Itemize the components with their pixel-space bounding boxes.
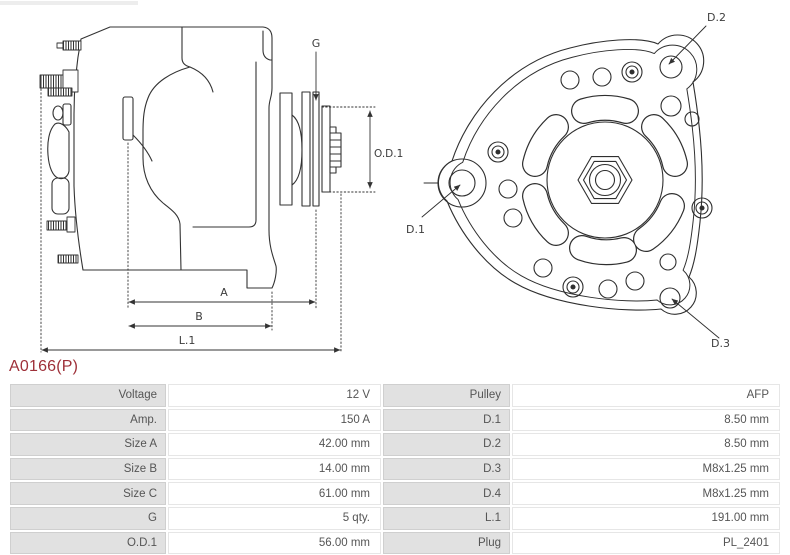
label-d1: D.1 [406, 223, 425, 236]
dimension-l1: L.1 [40, 88, 342, 353]
spec-label-d2: D.2 [383, 433, 510, 456]
spec-label-size-b: Size B [10, 457, 166, 481]
stator-window [192, 61, 257, 228]
part-number-title: A0166(P) [9, 358, 79, 375]
housing-outline [437, 34, 705, 315]
spec-label-d3: D.3 [383, 457, 510, 481]
spec-value-voltage: 12 V [168, 384, 381, 407]
spec-label-d1: D.1 [383, 408, 510, 432]
spec-label-od1: O.D.1 [10, 531, 166, 555]
vent-slots [522, 94, 688, 266]
rear-studs [39, 40, 82, 264]
ear-to-body-curve [132, 134, 153, 162]
shaft-bore [594, 169, 616, 191]
spec-value-pulley: AFP [512, 384, 780, 407]
hex-nut-outer [577, 156, 633, 204]
watermark-artifact [0, 1, 138, 5]
spec-value-d4: M8x1.25 mm [512, 482, 780, 505]
spec-value-d2: 8.50 mm [512, 433, 780, 456]
through-bolts [487, 61, 713, 298]
bearing-boss [291, 114, 303, 186]
shaft-splines [329, 132, 342, 168]
spec-value-amp: 150 A [168, 408, 381, 432]
rotor-shaft-assembly [546, 121, 664, 239]
spec-label-amp: Amp. [10, 408, 166, 432]
rear-housing-divider [181, 26, 214, 93]
vent-holes [498, 67, 700, 299]
alternator-body-outline [73, 26, 277, 289]
spec-table: Voltage 12 V Pulley AFP Amp. 150 A D.1 8… [10, 384, 780, 555]
spec-label-l1: L.1 [383, 506, 510, 530]
spec-label-size-c: Size C [10, 482, 166, 505]
dim-label-l1: L.1 [179, 334, 196, 347]
spec-value-d3: M8x1.25 mm [512, 457, 780, 481]
pulley [301, 91, 342, 207]
hex-nut-inner [582, 160, 628, 200]
spec-label-size-a: Size A [10, 433, 166, 456]
dimension-b: B [128, 291, 273, 331]
label-d2: D.2 [707, 11, 726, 24]
dimension-g: G [312, 37, 321, 101]
spec-value-d1: 8.50 mm [512, 408, 780, 432]
spec-label-pulley: Pulley [383, 384, 510, 407]
mounting-hole-d2 [659, 55, 683, 79]
spec-value-size-a: 42.00 mm [168, 433, 381, 456]
spec-value-od1: 56.00 mm [168, 531, 381, 555]
label-d3: D.3 [711, 337, 730, 350]
front-face-plate [279, 92, 293, 206]
top-step-line [262, 30, 273, 61]
terminal-details [47, 103, 72, 215]
front-mounting-ear [122, 96, 134, 141]
dim-label-g: G [312, 37, 321, 50]
spec-value-size-c: 61.00 mm [168, 482, 381, 505]
spec-label-voltage: Voltage [10, 384, 166, 407]
spec-value-plug: PL_2401 [512, 531, 780, 555]
side-view: G O.D.1 A B [39, 26, 403, 353]
dimension-a: A [127, 142, 317, 309]
spec-label-plug: Plug [383, 531, 510, 555]
front-bracket-curve [142, 66, 191, 271]
spec-label-g: G [10, 506, 166, 530]
alternator-technical-drawing: G O.D.1 A B [39, 11, 730, 353]
mounting-hole-d3 [659, 287, 681, 309]
dim-label-od1: O.D.1 [374, 148, 403, 160]
dimension-od1: O.D.1 [321, 106, 403, 193]
dim-label-b: B [195, 310, 203, 323]
mounting-hole-d1 [423, 158, 487, 208]
spec-value-size-b: 14.00 mm [168, 457, 381, 481]
dim-label-a: A [220, 286, 228, 299]
spec-value-l1: 191.00 mm [512, 506, 780, 530]
shaft-outer [588, 163, 622, 197]
front-view: D.1 D.2 D.3 [406, 11, 730, 350]
leader-d1: D.1 [406, 184, 461, 236]
spec-label-d4: D.4 [383, 482, 510, 505]
spec-value-g: 5 qty. [168, 506, 381, 530]
leader-d3: D.3 [671, 298, 730, 350]
leader-d2: D.2 [668, 11, 726, 65]
